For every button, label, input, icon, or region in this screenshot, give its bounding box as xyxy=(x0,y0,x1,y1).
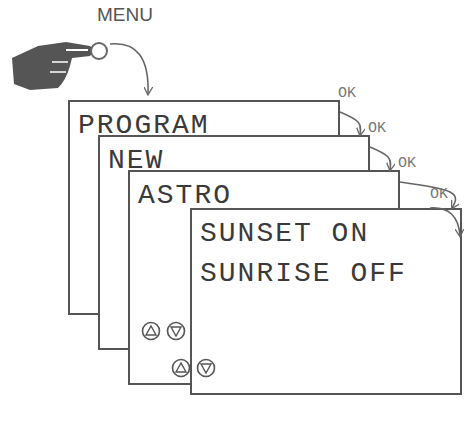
key-label: OK xyxy=(398,155,416,172)
key-label: OK xyxy=(430,186,448,203)
key-label: OK xyxy=(338,85,356,102)
button-name: MENU xyxy=(97,4,153,26)
screen-text: SUNSET ON SUNRISE OFF xyxy=(192,210,422,294)
lcd-screen: SUNSET ON SUNRISE OFF xyxy=(190,208,462,395)
menu-button xyxy=(91,43,107,59)
press-arrow xyxy=(110,44,148,94)
key-label: OK xyxy=(368,120,386,137)
finger-outline xyxy=(50,62,68,72)
ok-arrow xyxy=(370,147,391,170)
ok-arrow xyxy=(340,112,361,135)
ok-arrow xyxy=(400,182,456,208)
pointing-hand xyxy=(12,42,93,90)
finger-outline xyxy=(66,49,88,51)
